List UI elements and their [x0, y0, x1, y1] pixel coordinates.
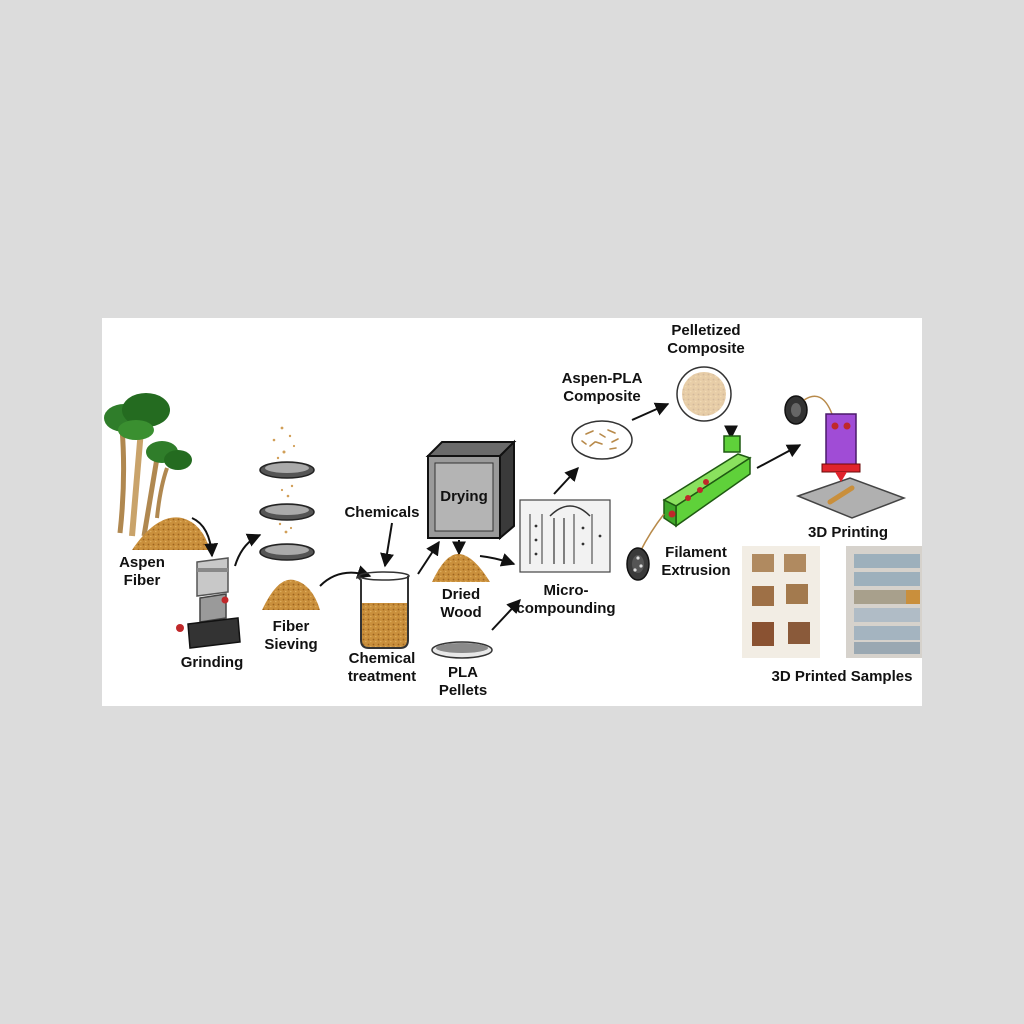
- samples-photo: [742, 546, 922, 658]
- arrow-to-grinding: [191, 517, 219, 558]
- label-drying: Drying: [440, 488, 488, 505]
- grinder-icon: [176, 557, 241, 649]
- sieve-icon: [259, 426, 320, 610]
- wood-pile-icon: [432, 553, 490, 582]
- composite-dish-icon: [571, 420, 633, 460]
- process-diagram: [104, 366, 922, 659]
- microcompounder-icon: [519, 499, 611, 573]
- oven-icon: [425, 439, 517, 541]
- label-grinding: Grinding: [180, 654, 244, 671]
- extruder-icon: [662, 435, 752, 528]
- printer-icon: [784, 395, 907, 519]
- filament-spool-icon: [626, 547, 650, 581]
- label-chemicals: Chemicals: [344, 504, 420, 521]
- arrow-to-printing: [756, 444, 802, 469]
- arrow-to-drying: [417, 540, 440, 575]
- beaker-icon: [356, 571, 410, 649]
- pelletized-dish-icon: [676, 366, 732, 422]
- tree-icon: [104, 393, 210, 550]
- arrow-pellets-to-compounding: [491, 598, 521, 631]
- label-3d-printing: 3D Printing: [807, 524, 888, 541]
- arrow-to-sieving: [234, 533, 262, 567]
- arrow-dried-wood-to-compounding: [479, 553, 516, 567]
- label-micro-compounding: Micro-compounding: [516, 582, 616, 617]
- arrow-to-pelletized: [631, 402, 670, 421]
- arrow-chemicals: [380, 522, 394, 568]
- arrow-to-composite: [553, 466, 579, 495]
- petri-dish-icon: [431, 641, 493, 659]
- arrow-to-treatment: [319, 565, 372, 587]
- label-3d-printed-samples: 3D Printed Samples: [771, 668, 913, 685]
